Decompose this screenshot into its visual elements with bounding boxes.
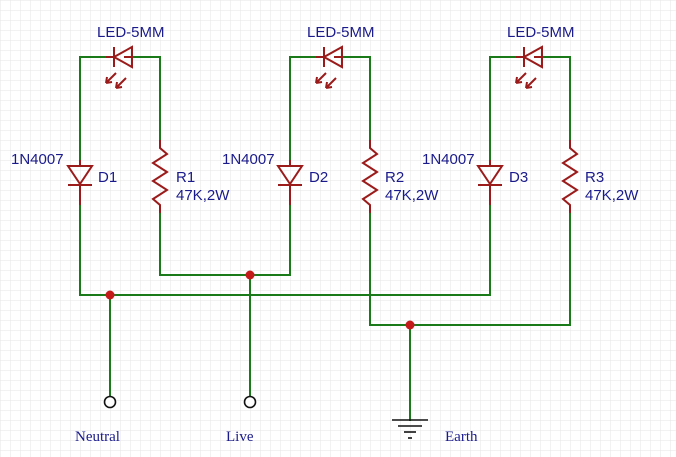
wire-r1-down <box>159 212 251 276</box>
junction-neutral <box>105 290 115 300</box>
resistor-symbol-1 <box>151 140 169 213</box>
wire-r2-down <box>369 212 411 326</box>
resistor-symbol-2 <box>361 140 379 213</box>
resistor-value-label-3: 47K,2W <box>585 187 639 204</box>
led-value-label-2: LED-5MM <box>307 24 375 41</box>
ground-icon <box>392 419 428 439</box>
junction-earth <box>405 320 415 330</box>
wire-d2-down <box>249 204 291 276</box>
led-symbol-1 <box>105 45 133 89</box>
circuit-group-3: LED-5MM 1N4007 D3 R3 47K,2W <box>409 24 639 326</box>
net-label-earth: Earth <box>445 429 478 445</box>
resistor-designator-label-2: R2 <box>385 169 404 186</box>
led-value-label-1: LED-5MM <box>97 24 165 41</box>
resistor-designator-label-3: R3 <box>585 169 604 186</box>
diode-designator-label-3: D3 <box>509 169 528 186</box>
wire-led3-left <box>489 56 517 161</box>
resistor-value-label-2: 47K,2W <box>385 187 439 204</box>
live-terminal <box>243 395 257 409</box>
circuit-group-1: LED-5MM 1N4007 D1 R1 47K,2W <box>11 24 251 296</box>
neutral-terminal <box>103 395 117 409</box>
diode-symbol-1 <box>66 160 94 205</box>
wire-led2-right <box>341 56 371 141</box>
wire-led1-left <box>79 56 107 161</box>
diode-value-label-3: 1N4007 <box>422 151 475 168</box>
led-value-label-3: LED-5MM <box>507 24 575 41</box>
diode-symbol-3 <box>476 160 504 205</box>
diode-designator-label-1: D1 <box>98 169 117 186</box>
diode-value-label-2: 1N4007 <box>222 151 275 168</box>
net-label-live: Live <box>226 429 254 445</box>
resistor-designator-label-1: R1 <box>176 169 195 186</box>
wire-r3-down <box>409 212 571 326</box>
wire-led2-left <box>289 56 317 161</box>
junction-live <box>245 270 255 280</box>
diode-designator-label-2: D2 <box>309 169 328 186</box>
diode-symbol-2 <box>276 160 304 205</box>
wire-led1-right <box>131 56 161 141</box>
resistor-symbol-3 <box>561 140 579 213</box>
wire-led3-right <box>541 56 571 141</box>
circuit-group-2: LED-5MM 1N4007 D2 R2 47K,2W <box>222 24 439 326</box>
led-symbol-3 <box>515 45 543 89</box>
net-label-neutral: Neutral <box>75 429 120 445</box>
led-symbol-2 <box>315 45 343 89</box>
resistor-value-label-1: 47K,2W <box>176 187 230 204</box>
diode-value-label-1: 1N4007 <box>11 151 64 168</box>
